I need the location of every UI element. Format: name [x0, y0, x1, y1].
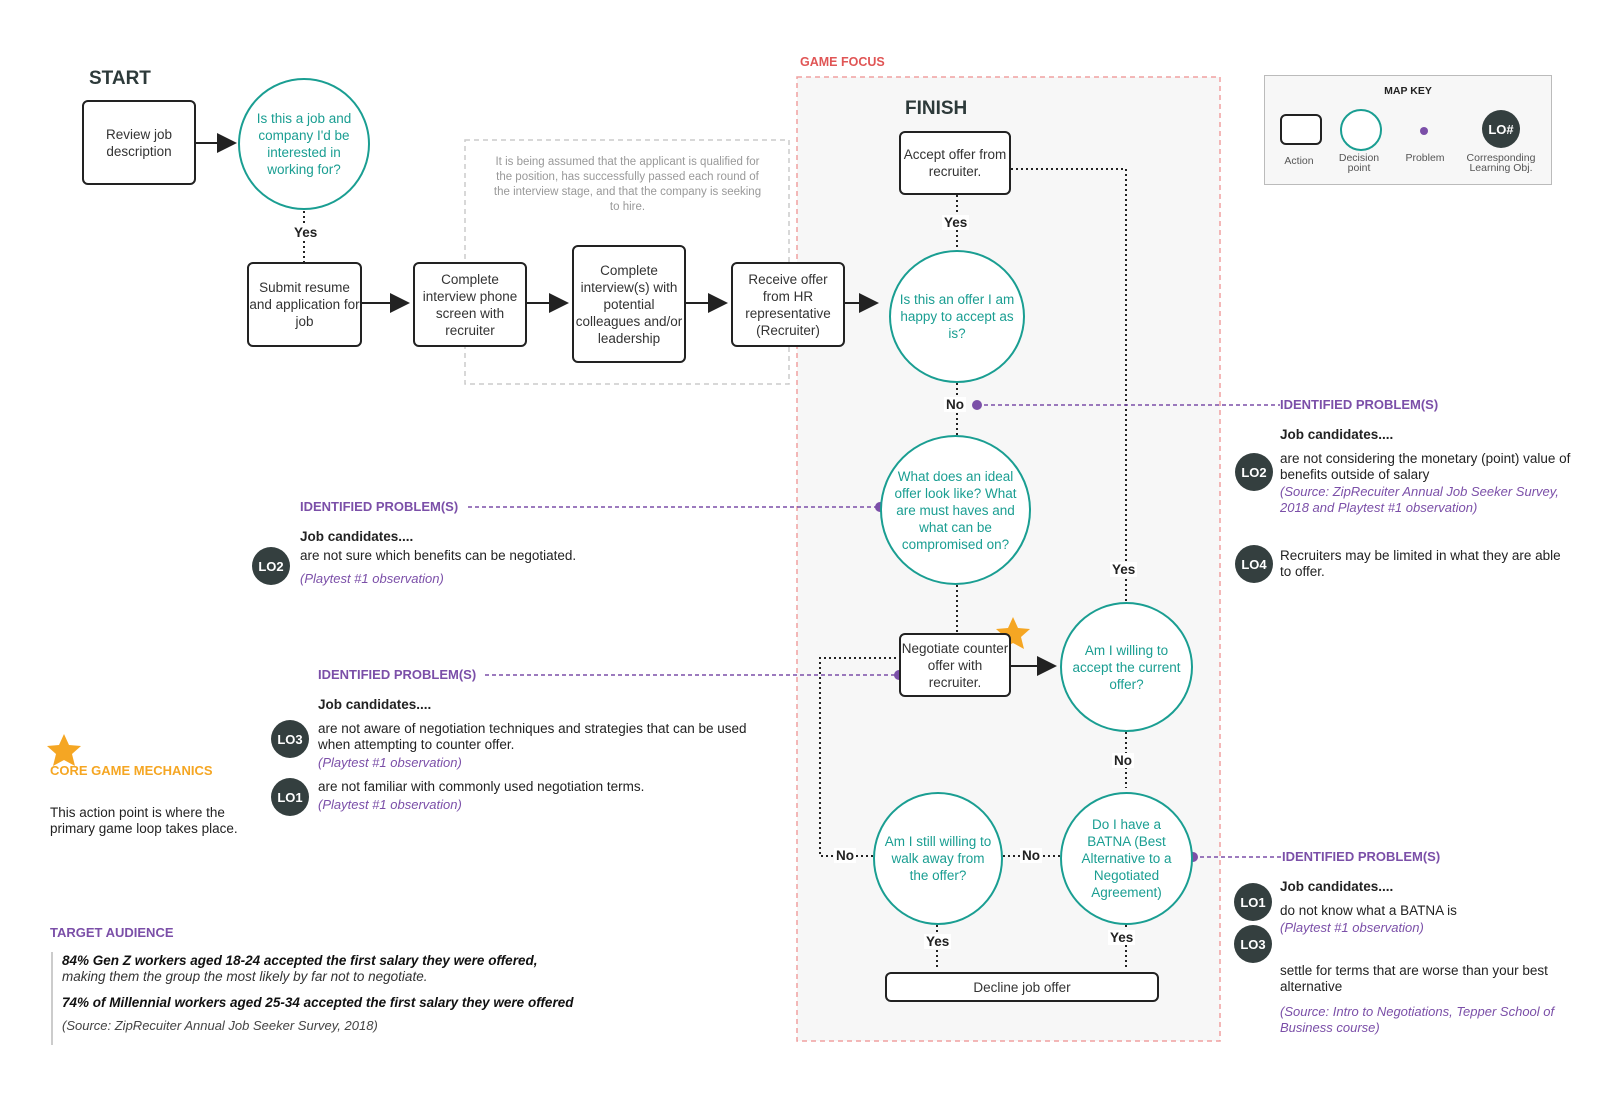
problem-source: (Playtest #1 observation)	[300, 571, 444, 586]
finish-heading: FINISH	[905, 98, 968, 119]
problem-source: (Playtest #1 observation)	[1280, 920, 1424, 935]
edge-label-no: No	[944, 397, 966, 412]
edge-label-no: No	[1020, 848, 1042, 863]
lo-badge: LO3	[271, 720, 309, 758]
target-audience-stat-detail: making them the group the most likely by…	[62, 969, 428, 984]
problem-text: Recruiters may be limited in what they a…	[1280, 548, 1561, 579]
node-phone-screen: Complete interview phone screen with rec…	[413, 262, 527, 347]
core-mechanics-text: This action point is where the primary g…	[50, 805, 238, 836]
core-mechanics-title: CORE GAME MECHANICS	[50, 763, 213, 778]
assumption-note: It is being assumed that the applicant i…	[493, 156, 762, 213]
map-key-problem-label: Problem	[1405, 152, 1445, 164]
lo-symbol: LO#	[1482, 110, 1520, 148]
start-heading: START	[89, 68, 151, 89]
problem-source: (Source: Intro to Negotiations, Tepper S…	[1280, 1004, 1555, 1035]
problem-text: are not familiar with commonly used nego…	[318, 779, 645, 794]
edge-label-yes: Yes	[942, 215, 970, 230]
edge-label-yes: Yes	[1110, 562, 1138, 577]
edge-label-yes: Yes	[1108, 930, 1136, 945]
problem-text: do not know what a BATNA is	[1280, 903, 1457, 918]
map-key-decision-label: Decision point	[1338, 152, 1380, 174]
lo-badge: LO4	[1235, 545, 1273, 583]
problem-subject: Job candidates....	[1280, 427, 1394, 442]
problem-text: are not sure which benefits can be negot…	[300, 548, 577, 563]
problem-text: are not aware of negotiation techniques …	[318, 721, 747, 752]
node-review-job: Review job description	[82, 100, 196, 185]
map-key-title: MAP KEY	[1384, 85, 1432, 97]
decision-symbol	[1340, 109, 1382, 151]
edge-label-yes: Yes	[924, 934, 952, 949]
map-key: MAP KEY Action Decision point Problem LO…	[1264, 75, 1552, 185]
node-interviews: Complete interview(s) with potential col…	[572, 245, 686, 363]
map-key-lo-label: Corresponding Learning Obj.	[1466, 152, 1536, 174]
map-key-action-label: Action	[1284, 155, 1314, 167]
problem-source: (Source: ZipRecuiter Annual Job Seeker S…	[1280, 484, 1559, 515]
target-audience-stat: 84% Gen Z workers aged 18-24 accepted th…	[62, 953, 538, 968]
problem-text: settle for terms that are worse than you…	[1280, 963, 1548, 994]
decision-walk-away: Am I still willing to walk away from the…	[873, 792, 1003, 925]
problem-symbol	[1420, 127, 1428, 135]
game-focus-label: GAME FOCUS	[800, 55, 885, 69]
legend-star	[47, 734, 81, 766]
problem-source: (Playtest #1 observation)	[318, 797, 462, 812]
decision-willing-accept: Am I willing to accept the current offer…	[1060, 602, 1193, 732]
node-receive-offer: Receive offer from HR representative (Re…	[731, 262, 845, 347]
problem-heading: IDENTIFIED PROBLEM(S)	[300, 499, 459, 514]
decision-happy-offer: Is this an offer I am happy to accept as…	[889, 250, 1025, 383]
target-audience-stat: 74% of Millennial workers aged 25-34 acc…	[62, 995, 574, 1010]
problem-text: are not considering the monetary (point)…	[1280, 451, 1571, 482]
decision-batna: Do I have a BATNA (Best Alternative to a…	[1060, 792, 1193, 925]
problem-heading: IDENTIFIED PROBLEM(S)	[1280, 397, 1439, 412]
edge-label-no: No	[834, 848, 856, 863]
problem-subject: Job candidates....	[300, 529, 414, 544]
node-accept-offer: Accept offer from recruiter.	[899, 131, 1011, 195]
lo-badge: LO1	[1234, 883, 1272, 921]
decision-interested: Is this a job and company I'd be interes…	[238, 78, 370, 210]
lo-badge: LO1	[271, 778, 309, 816]
node-decline-offer: Decline job offer	[885, 972, 1159, 1002]
problem-source: (Playtest #1 observation)	[318, 755, 462, 770]
problem-subject: Job candidates....	[318, 697, 432, 712]
lo-badge: LO2	[1235, 453, 1273, 491]
node-submit-resume: Submit resume and application for job	[247, 262, 362, 347]
edge-label-no: No	[1112, 753, 1134, 768]
problem-subject: Job candidates....	[1280, 879, 1394, 894]
target-audience-title: TARGET AUDIENCE	[50, 925, 174, 940]
target-audience-source: (Source: ZipRecuiter Annual Job Seeker S…	[62, 1018, 378, 1033]
action-symbol	[1280, 114, 1322, 145]
problem-heading: IDENTIFIED PROBLEM(S)	[318, 667, 477, 682]
node-negotiate: Negotiate counter offer with recruiter.	[899, 633, 1011, 697]
lo-badge: LO3	[1234, 925, 1272, 963]
problem-heading: IDENTIFIED PROBLEM(S)	[1282, 849, 1441, 864]
lo-badge: LO2	[252, 547, 290, 585]
edge-label-yes: Yes	[292, 225, 320, 240]
decision-ideal-offer: What does an ideal offer look like? What…	[880, 435, 1031, 585]
